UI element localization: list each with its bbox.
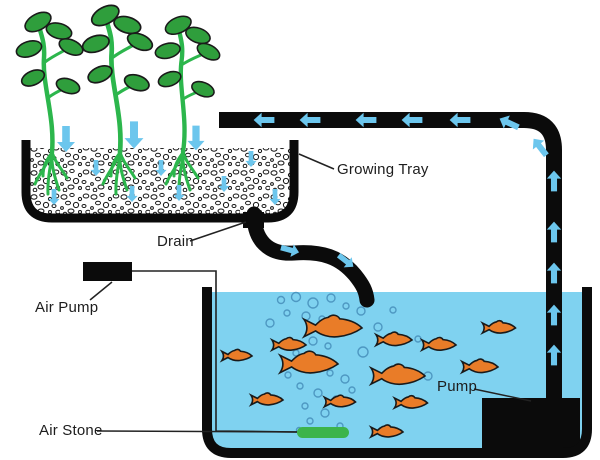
bubble <box>326 293 336 303</box>
bubble <box>307 297 319 309</box>
air-stone-label: Air Stone <box>39 422 103 439</box>
flow-arrow <box>124 121 144 149</box>
bubble <box>290 291 302 303</box>
drain-pipe <box>246 206 375 308</box>
bubble <box>340 374 350 384</box>
bubble <box>373 322 383 332</box>
bubble <box>414 335 422 343</box>
flow-arrow <box>187 125 205 151</box>
air-pump-label: Air Pump <box>35 299 99 316</box>
air-stone <box>297 427 349 438</box>
bubble <box>265 318 275 328</box>
air-pump <box>83 262 132 281</box>
label-leader-lines <box>89 153 532 433</box>
bubble <box>326 369 334 377</box>
bubble <box>342 302 350 310</box>
leader-line <box>473 388 532 402</box>
bubble <box>320 408 330 418</box>
bubble <box>296 382 304 390</box>
bubble <box>357 346 369 358</box>
bubble <box>348 386 356 394</box>
bubble <box>308 336 318 346</box>
leader-line <box>189 221 247 242</box>
drain-label: Drain <box>157 233 194 250</box>
leader-line <box>96 430 298 433</box>
tray-outline <box>21 140 299 223</box>
return-pipe <box>219 112 562 399</box>
bubble <box>389 306 397 314</box>
water-pump <box>482 398 580 448</box>
tank-outline <box>202 287 592 458</box>
growing-tray-label: Growing Tray <box>337 161 429 178</box>
bubble <box>284 371 292 379</box>
bubble <box>306 417 314 425</box>
leader-line <box>89 281 113 301</box>
plant <box>80 1 154 152</box>
bubble <box>301 402 309 410</box>
leader-line <box>298 153 335 170</box>
bubble <box>324 342 332 350</box>
bubble <box>276 295 286 305</box>
plant <box>147 10 225 154</box>
pump-label: Pump <box>437 378 477 395</box>
plant <box>14 8 85 152</box>
bubble <box>283 309 291 317</box>
bubble <box>356 306 366 316</box>
bubble <box>313 388 323 398</box>
